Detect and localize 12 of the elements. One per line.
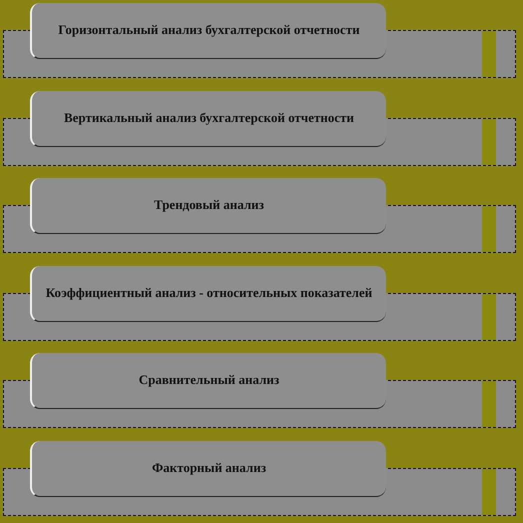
- method-box: [30, 440, 386, 496]
- method-box: [30, 266, 386, 322]
- method-label: Горизонтальный анализ бухгалтерской отчетности: [57, 23, 361, 38]
- method-label: Вертикальный анализ бухгалтерской отчетности: [62, 110, 356, 126]
- method-box: [30, 90, 386, 146]
- method-label: Коэффициентный анализ - относительных показателей: [44, 286, 374, 300]
- method-label: Трендовый анализ: [153, 198, 265, 213]
- method-label: Сравнительный анализ: [138, 373, 280, 388]
- method-box: [30, 3, 386, 59]
- method-box: [30, 178, 386, 234]
- method-label: Факторный анализ: [150, 460, 268, 476]
- method-box: [30, 353, 386, 409]
